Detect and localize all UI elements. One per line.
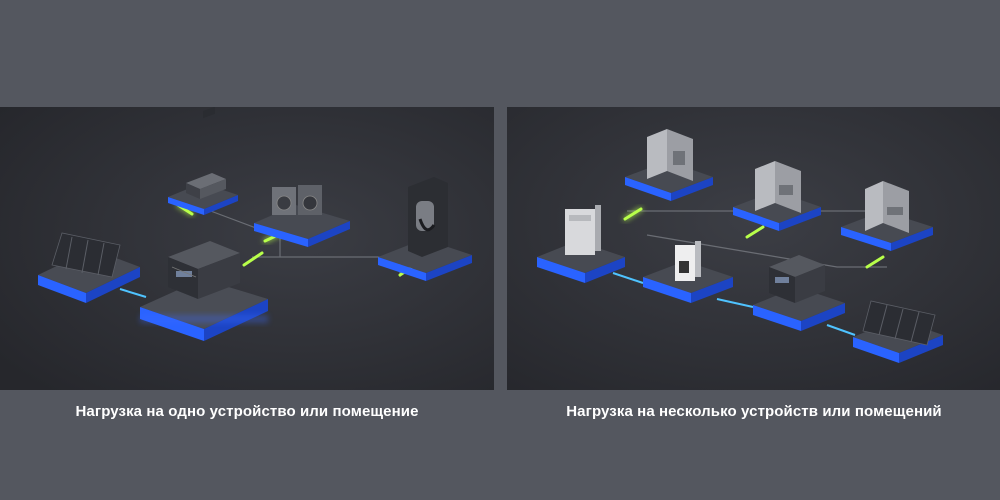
link-green (623, 207, 885, 269)
link-cyan (612, 272, 856, 336)
platform-solar (853, 300, 943, 363)
platform-room-living (733, 161, 821, 231)
platform-smart-panel (537, 205, 625, 283)
bedroom-room-icon (865, 181, 909, 233)
left-caption: Нагрузка на одно устройство или помещени… (75, 403, 419, 420)
link-cyan (119, 288, 147, 298)
solar-panel-icon (862, 300, 936, 346)
platform-solar (38, 232, 140, 303)
microwave-icon (186, 107, 226, 199)
platform-microwave (168, 107, 238, 215)
platform-room-kitchen (625, 129, 713, 201)
smart-panel-icon (565, 205, 601, 255)
platform-ev-charger (378, 177, 472, 281)
platform-power-station (140, 241, 268, 341)
washer-dryer-icon (272, 185, 322, 215)
power-station-icon (168, 241, 240, 299)
living-room-icon (755, 161, 801, 213)
platform-washer (254, 185, 350, 247)
battery-unit-icon (675, 241, 701, 281)
power-station-icon (769, 255, 825, 303)
platform-room-bedroom (841, 181, 933, 251)
kitchen-room-icon (647, 129, 693, 181)
right-caption: Нагрузка на несколько устройств или поме… (566, 403, 942, 420)
multi-load-scene (507, 107, 1000, 390)
platform-power-station (753, 255, 845, 331)
single-load-scene (0, 107, 494, 390)
solar-panel-icon (51, 232, 121, 278)
ev-charger-icon (408, 177, 448, 257)
platform-battery-unit (643, 241, 733, 303)
